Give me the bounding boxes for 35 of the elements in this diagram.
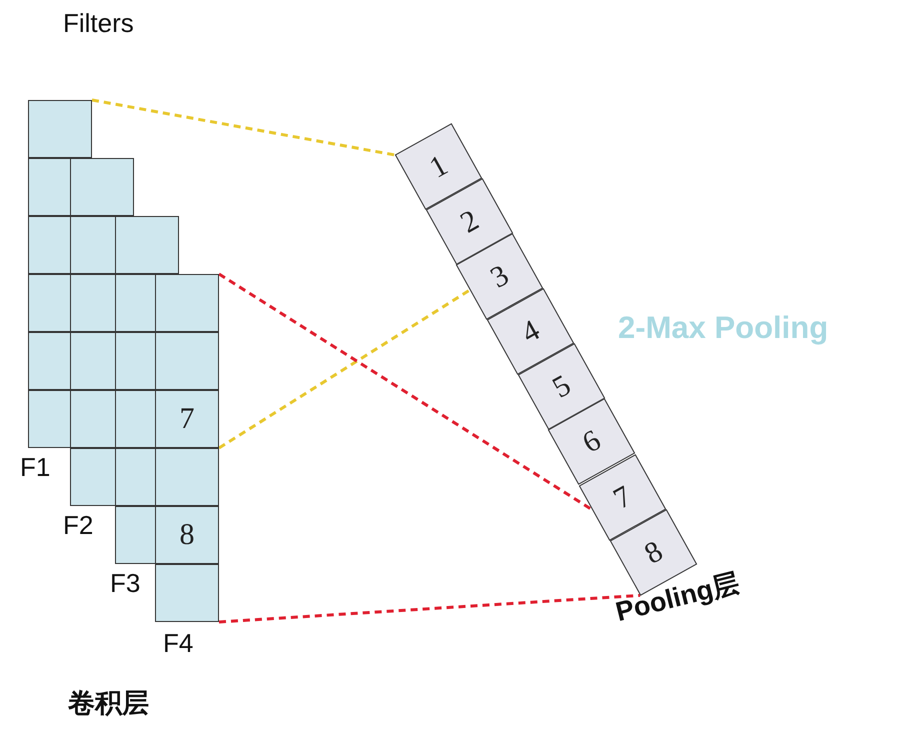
filter-cell: [28, 274, 71, 332]
filter-cell: 8: [155, 506, 219, 564]
filter-cell: [70, 332, 116, 390]
filter-cell: [28, 100, 92, 158]
filter-label: F3: [110, 568, 140, 599]
filter-cell: [115, 216, 179, 274]
dashed-line: [218, 594, 640, 624]
filter-cell: [115, 448, 156, 506]
filter-cell: [70, 390, 116, 448]
filter-label: F2: [63, 510, 94, 541]
dashed-line: [92, 98, 396, 156]
filter-cell: [70, 274, 116, 332]
filter-cell: [28, 390, 71, 448]
filter-cell: [155, 332, 219, 390]
dashed-line: [218, 288, 471, 450]
title-label: Filters: [63, 8, 134, 39]
filter-cell: [28, 158, 71, 216]
filter-cell: 7: [155, 390, 219, 448]
filter-cell: [70, 448, 116, 506]
filter-cell: [155, 564, 219, 622]
filter-cell: [115, 506, 156, 564]
pooling-method-label: 2-Max Pooling: [618, 310, 828, 346]
dashed-line: [218, 272, 594, 512]
filter-cell: [28, 216, 71, 274]
filter-cell: [70, 158, 134, 216]
layer-label: 卷积层: [68, 687, 149, 720]
filter-cell: [28, 332, 71, 390]
filter-cell: [115, 390, 156, 448]
filter-cell: [115, 274, 156, 332]
filter-cell: [70, 216, 116, 274]
filter-cell: [155, 274, 219, 332]
filter-cell: [115, 332, 156, 390]
filter-cell: [155, 448, 219, 506]
filter-label: F4: [163, 628, 194, 659]
filter-label: F1: [20, 452, 50, 483]
